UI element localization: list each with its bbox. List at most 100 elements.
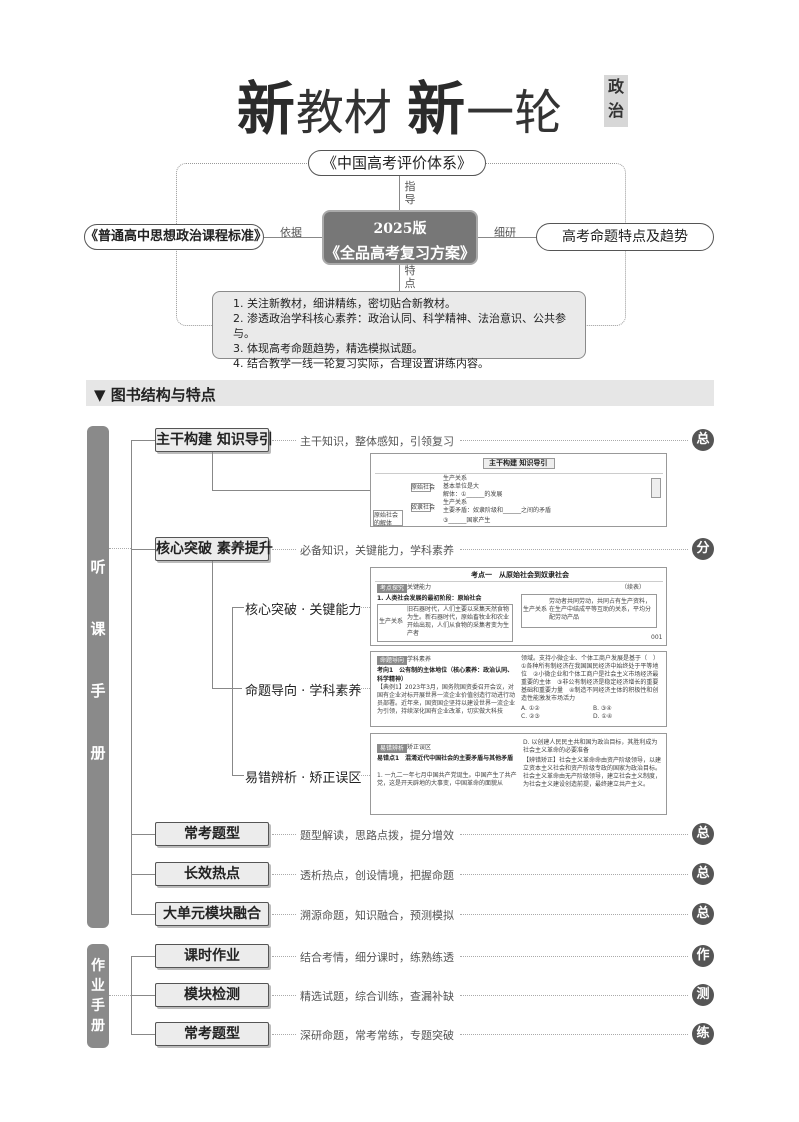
thumb-text: 主要矛盾：奴隶阶级和______之间的矛盾 (443, 507, 552, 514)
book-name: 《全品高考复习方案》 (324, 244, 475, 262)
thumb-text: 生产关系 (443, 499, 468, 506)
side-char: 手 (90, 682, 106, 700)
module-desc: 结合考情，细分课时，练熟练透 (300, 951, 454, 964)
side-char: 作 (91, 958, 105, 974)
connector (460, 956, 688, 957)
page-title: 新教材 新一轮 (0, 62, 799, 146)
badge-overall: 总 (692, 823, 714, 845)
feature-item: 1. 关注新教材，细讲精练，密切贴合新教材。 (233, 297, 456, 310)
badge-overall: 总 (692, 429, 714, 451)
badge-homework: 作 (692, 945, 714, 967)
thumb-text: 生产关系 (379, 618, 404, 625)
connector (460, 914, 688, 915)
thumb-text: 学科素养 (407, 656, 432, 663)
sub-tree-trunk (232, 607, 233, 775)
tree-branch (131, 549, 155, 550)
connector (272, 440, 296, 441)
thumb-node (411, 483, 431, 492)
thumb-text: 生产关系 (523, 606, 548, 613)
preview-error-analysis: 易错辨析 矫正误区 易错点1 混淆近代中国社会的主要矛盾与其他矛盾 1. 一九二… (370, 733, 667, 815)
thumb-header-box (483, 458, 555, 469)
feature-item: 2. 渗透政治学科核心素养：政治认同、科学精神、法治意识、公共参与。 (233, 312, 566, 340)
sub-tree-branch (232, 775, 244, 776)
thumb-option: A. ①② (521, 705, 540, 712)
sub-module-proposition: 命题导向 · 学科素养 (245, 684, 362, 699)
badge-test: 测 (692, 984, 714, 1006)
thumb-text: ①各种所有制经济在我国国民经济中始终处于平等地位 ②小微企业和个体工商户是社会主… (521, 663, 659, 702)
module-class-homework: 课时作业 (155, 944, 269, 968)
side-char: 册 (91, 1018, 105, 1034)
connector (460, 1034, 688, 1035)
thumb-text: 易错点1 混淆近代中国社会的主要矛盾与其他矛盾 (377, 755, 514, 762)
side-char: 手 (91, 998, 105, 1014)
thumb-text: 原始社会 (411, 484, 436, 491)
connector (356, 688, 370, 689)
features-label: 特点 (404, 264, 416, 290)
thumb-tag: 易错辨析 (377, 744, 408, 753)
tree-branch (131, 440, 155, 441)
connector-research (478, 237, 536, 238)
evaluation-system-pill: 《中国高考评价体系》 (308, 150, 486, 176)
thumb-text: 关键能力 (407, 584, 432, 591)
sub-tree-branch (232, 607, 244, 608)
thumb-text: 原始社会的解体 (374, 512, 399, 527)
thumb-table (521, 594, 657, 628)
tree-branch (131, 1034, 155, 1035)
curriculum-standard-pill: 《普通高中思想政治课程标准》 (84, 224, 267, 250)
thumb-option: C. ②③ (521, 713, 540, 720)
thumb-tag: 考点探究 (377, 584, 408, 593)
thumb-text: 生产关系 (443, 475, 468, 482)
connector (272, 995, 296, 996)
connector (460, 874, 688, 875)
connector (272, 549, 296, 550)
thumb-node (373, 510, 403, 526)
sub-tree-branch (212, 688, 242, 689)
connector (460, 995, 688, 996)
title-part-3: 新 (407, 75, 467, 143)
guide-label: 指导 (404, 180, 416, 206)
thumb-text: （续表） (621, 584, 646, 591)
section-title-text: 图书结构与特点 (110, 386, 216, 404)
thumb-rule (375, 473, 663, 474)
thumb-text: 矫正误区 (407, 744, 432, 751)
connector-features (399, 265, 400, 291)
thumb-option: B. ③④ (593, 705, 612, 712)
thumb-text: 1. 人类社会发展的最初阶段：原始社会 (377, 595, 482, 602)
preview-key-ability: 考点一 从原始社会到奴隶社会 考点探究 关键能力 1. 人类社会发展的最初阶段：… (370, 567, 667, 646)
thumb-page-number: 001 (651, 634, 663, 641)
thumb-option: D. ①④ (593, 713, 613, 720)
connector (272, 874, 296, 875)
tree-branch (131, 874, 155, 875)
thumb-text: 劳动者共同劳动，共同占有生产资料，在生产中结成平等互助的关系，平均分配劳动产品 (549, 598, 652, 621)
research-label: 细研 (494, 226, 516, 239)
thumb-side-mark (651, 478, 661, 498)
badge-detailed: 分 (692, 538, 714, 560)
module-unit-test: 模块检测 (155, 983, 269, 1007)
badge-overall: 总 (692, 863, 714, 885)
side-label-homework-handbook: 作 业 手 册 (87, 944, 109, 1048)
module-long-term-hotspots: 长效热点 (155, 862, 269, 886)
side-label-lecture-handbook: 听 课 手 册 (87, 426, 109, 928)
title-part-2: 教材 (295, 85, 408, 141)
module-main-framework: 主干构建 知识导引 (155, 428, 273, 452)
subject-char-1: 政 (607, 77, 624, 96)
book-edition: 2025版 (373, 221, 427, 237)
side-char: 听 (90, 558, 106, 576)
connector-basis (264, 237, 322, 238)
connector (272, 956, 296, 957)
thumb-text: ③______国家产生 (443, 517, 491, 524)
tree-trunk (131, 440, 132, 914)
thumb-text: 考向1 公有制的主体地位（核心素养：政治认同、科学精神） (377, 667, 514, 683)
connector (356, 607, 370, 608)
connector (272, 1034, 296, 1035)
connector (109, 995, 131, 996)
module-desc: 题型解读，思路点拨，提分增效 (300, 829, 454, 842)
title-part-4: 一轮 (466, 85, 563, 141)
subject-tag: 政 治 (604, 75, 628, 127)
connector (460, 549, 688, 550)
thumb-link (212, 452, 213, 490)
tree-branch (131, 956, 155, 957)
thumb-tag: 命题导向 (377, 656, 408, 665)
connector (272, 834, 296, 835)
connector-guide (399, 176, 400, 210)
